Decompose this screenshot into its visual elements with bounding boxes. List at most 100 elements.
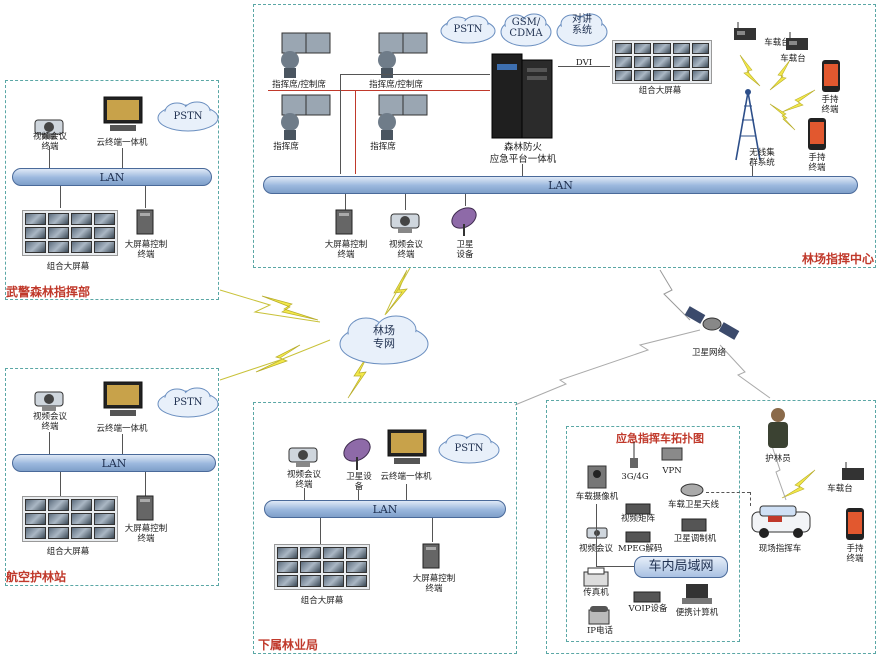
video-matrix-icon	[625, 503, 651, 515]
lightning-bolt-vehicle	[781, 469, 816, 499]
lan-bus-wujing: LAN	[12, 168, 212, 186]
sat-modem-icon	[681, 518, 707, 532]
console-icon	[281, 94, 331, 140]
label-ip-phone: IP电话	[586, 626, 614, 636]
ranger-icon	[768, 408, 788, 448]
dashed-link-car	[706, 492, 750, 494]
label-sat-antenna: 车载卫星天线	[668, 500, 720, 510]
region-title-xiashu: 下属林业局	[258, 638, 319, 652]
satellite-dish-icon	[451, 207, 477, 236]
label-video-conf: 视频会议	[576, 544, 616, 554]
lightning-bolt-tower-4	[769, 103, 796, 131]
console-icon	[378, 32, 428, 78]
label-wall: 组合大屏幕	[46, 547, 90, 557]
label-video-matrix: 视频矩阵	[620, 514, 655, 524]
label-command-car: 现场指挥车	[758, 544, 802, 554]
region-title-wujing: 武警森林指挥部	[6, 285, 91, 299]
sat-link-center	[659, 269, 691, 321]
screen-ctrl-icon	[422, 543, 440, 569]
label-vpn: VPN	[662, 466, 682, 476]
label-tower: 无线集 群系统	[749, 148, 775, 168]
label-fax: 传真机	[583, 588, 609, 598]
cloud-pc-icon	[103, 96, 143, 131]
inner-lan-bus: 车内局域网	[634, 556, 728, 578]
pstn-cloud-icon	[157, 101, 219, 132]
label-handheld: 手持 终端	[808, 153, 826, 173]
screen-ctrl-icon	[136, 209, 154, 235]
label-vehicle-radio: 车载台	[764, 38, 790, 48]
video-wall-hangkong	[22, 496, 118, 542]
sat-link-xiashu	[514, 329, 701, 406]
lightning-link-wujing	[219, 289, 321, 323]
video-conf-icon	[288, 447, 318, 467]
label-video-conf: 视频会议 终端	[32, 132, 67, 152]
fax-icon	[583, 567, 609, 587]
region-linchang	[253, 4, 876, 268]
vehicle-link-ranger	[769, 439, 787, 501]
label-sat-modem: 卫星调制机	[673, 534, 717, 544]
console-icon	[281, 32, 331, 78]
label-cloud-pc: 云终端一体机	[96, 138, 148, 148]
label-wall: 组合大屏幕	[638, 86, 682, 96]
vpn-icon	[661, 447, 683, 461]
ip-phone-icon	[588, 606, 610, 625]
label-screen-ctrl: 大屏幕控制 终端	[412, 574, 456, 594]
antenna-icon	[630, 442, 638, 468]
label-dvi: DVI	[575, 58, 593, 68]
pstn-label: PSTN	[173, 397, 203, 408]
region-title-hangkong: 航空护林站	[6, 570, 67, 584]
label-console3: 指挥席	[273, 142, 299, 152]
label-vehicle-radio: 车载台	[827, 484, 853, 494]
server-rack-icon	[491, 53, 553, 139]
dashed-link-car-v	[750, 492, 752, 506]
video-conf-icon	[390, 213, 420, 233]
cloud-pc-icon	[103, 381, 143, 416]
cloud-pc-icon	[387, 429, 427, 464]
video-wall-linchang	[612, 40, 712, 84]
gsm-label: GSM/ CDMA	[509, 17, 543, 39]
lightning-bolt-tower-1	[739, 54, 761, 87]
vehicle-radio-icon	[734, 22, 756, 40]
pstn-cloud-icon	[157, 387, 219, 418]
lightning-bolt-hangkong	[255, 344, 301, 373]
pstn-cloud-icon	[440, 15, 496, 44]
private-network-label: 林场 专网	[373, 324, 395, 350]
label-3g4g: 3G/4G	[621, 472, 649, 482]
video-wall-xiashu	[274, 544, 370, 590]
label-wall: 组合大屏幕	[300, 596, 344, 606]
label-screen-ctrl: 大屏幕控制 终端	[324, 240, 368, 260]
lightning-bolt-xiashu	[347, 354, 369, 399]
video-wall-wujing	[22, 210, 118, 256]
label-console1: 指挥席/控制席	[272, 80, 326, 90]
label-video-conf: 视频会议 终端	[388, 240, 423, 260]
handheld-phone-icon	[808, 118, 826, 150]
console-icon	[378, 94, 428, 140]
label-video-conf: 视频会议 终端	[286, 470, 321, 490]
lan-bus-hangkong: LAN	[12, 454, 216, 472]
video-conf-icon	[586, 527, 608, 539]
region-title-linchang: 林场指挥中心	[802, 252, 875, 266]
satellite-icon	[684, 306, 740, 340]
label-satellite: 卫星 设备	[456, 240, 474, 260]
pstn-label: PSTN	[173, 111, 203, 122]
vehicle-radio-icon	[842, 462, 864, 480]
label-handheld: 手持 终端	[846, 544, 864, 564]
label-console2: 指挥席/控制席	[369, 80, 423, 90]
screen-ctrl-icon	[335, 209, 353, 235]
screen-ctrl-icon	[136, 495, 154, 521]
lan-bus-linchang: LAN	[263, 176, 858, 194]
label-mpeg: MPEG解码	[618, 544, 663, 554]
voip-icon	[633, 591, 661, 603]
camera-icon	[587, 465, 607, 489]
intercom-label: 对讲 系统	[572, 14, 592, 36]
lan-bus-xiashu: LAN	[264, 500, 506, 518]
label-ranger: 护林员	[765, 454, 791, 464]
label-handheld: 手持 终端	[821, 95, 839, 115]
label-console4: 指挥席	[370, 142, 396, 152]
label-voip: VOIP设备	[628, 604, 668, 614]
label-laptop: 便携计算机	[675, 608, 719, 618]
region-xiashu	[253, 402, 517, 654]
mpeg-icon	[625, 531, 651, 543]
lightning-bolt-tower-2	[769, 59, 791, 91]
region-hangkong	[5, 368, 219, 586]
